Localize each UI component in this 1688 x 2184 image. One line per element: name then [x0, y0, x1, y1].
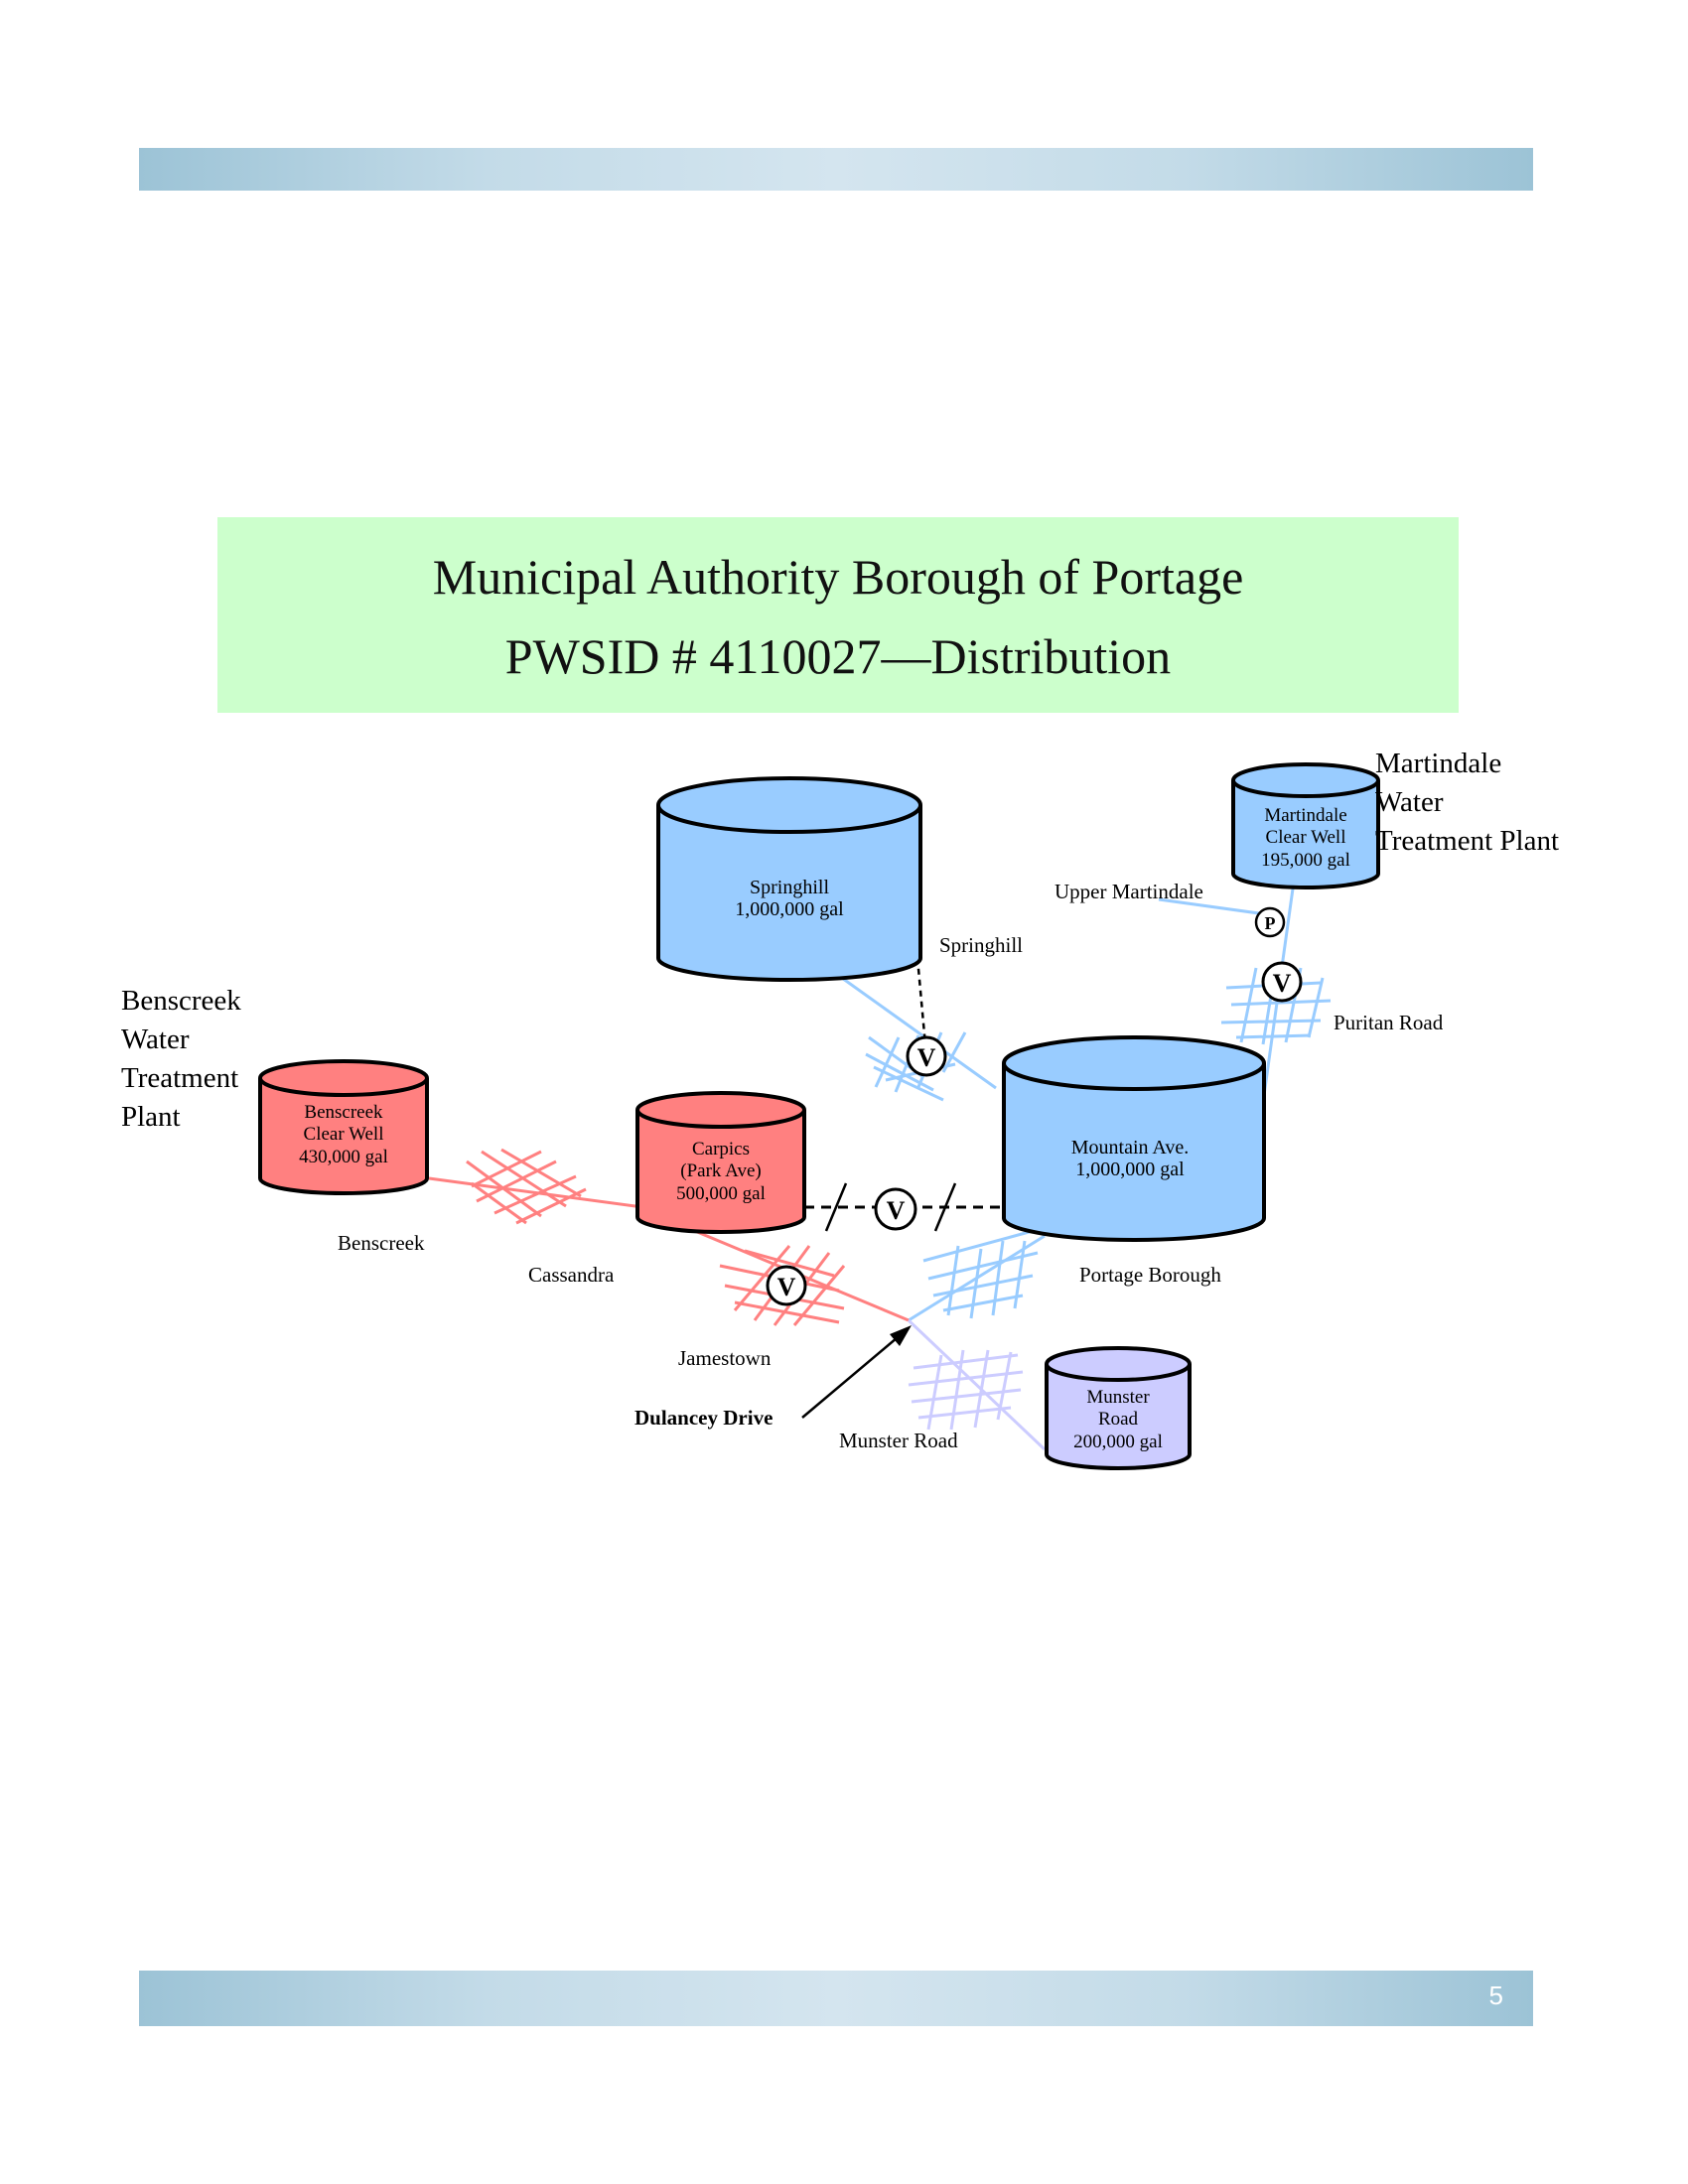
tank-martindale-line-2: Clear Well [1266, 827, 1346, 848]
valve-carpics-connection: V [874, 1187, 917, 1231]
break-mark-right [933, 1182, 957, 1232]
top-header-band [139, 148, 1533, 191]
munster-road-grid [908, 1349, 1024, 1431]
pump-circle [1254, 906, 1286, 938]
title-line-2: PWSID # 4110027—Distribution [504, 628, 1172, 684]
benscreek-plant-line-4: Plant [121, 1101, 181, 1133]
benscreek-plant-label: Benscreek Water Treatment Plant [121, 985, 241, 1133]
tank-springhill: Springhill 1,000,000 gal [656, 776, 922, 982]
benscreek-pipe [428, 1176, 636, 1208]
springhill-pipe [831, 969, 997, 1090]
tank-carpics-capacity: 500,000 gal [676, 1183, 766, 1204]
tank-springhill-name: Springhill [750, 877, 829, 898]
munster-road-pipe [907, 1318, 1047, 1451]
break-mark-left [824, 1182, 848, 1232]
valve-springhill-circle [906, 1035, 947, 1077]
valve-puritan-road-circle [1261, 961, 1303, 1003]
martindale-plant-line-1: Martindale [1375, 748, 1501, 779]
benscreek-plant-line-2: Water [121, 1024, 190, 1055]
tank-benscreek-capacity: 430,000 gal [299, 1147, 388, 1167]
valve-carpics-circle [874, 1187, 917, 1231]
dulancey-drive-arrowhead [890, 1325, 912, 1346]
tank-martindale-clear-well: Martindale Clear Well 195,000 gal [1231, 762, 1380, 889]
tank-mountain-ave-capacity: 1,000,000 gal [1075, 1159, 1185, 1180]
pump-label: P [1265, 913, 1276, 933]
label-upper-martindale: Upper Martindale [1055, 880, 1203, 903]
label-portage-borough: Portage Borough [1079, 1263, 1221, 1287]
valve-jamestown-circle [766, 1265, 807, 1306]
tank-carpics-line-2: (Park Ave) [680, 1160, 761, 1181]
tank-munster-line-2: Road [1098, 1409, 1139, 1430]
label-munster-road: Munster Road [839, 1429, 958, 1452]
tank-mountain-ave-name: Mountain Ave. [1071, 1137, 1190, 1159]
label-puritan-road: Puritan Road [1334, 1011, 1444, 1034]
label-jamestown: Jamestown [678, 1346, 772, 1370]
tank-munster-line-1: Munster [1086, 1387, 1150, 1408]
valve-springhill-label: V [917, 1043, 936, 1072]
label-springhill: Springhill [939, 933, 1023, 957]
valve-carpics-label: V [887, 1196, 906, 1225]
valve-puritan-road: V [1261, 961, 1303, 1003]
label-dulancey-drive: Dulancey Drive [634, 1406, 773, 1430]
benscreek-plant-line-1: Benscreek [121, 985, 241, 1017]
tank-carpics-line-1: Carpics [692, 1139, 750, 1160]
page-number: 5 [1488, 1980, 1503, 2010]
tank-munster-capacity: 200,000 gal [1073, 1432, 1163, 1452]
martindale-plant-line-3: Treatment Plant [1375, 825, 1559, 857]
valve-jamestown-label: V [777, 1273, 796, 1301]
upper-martindale-pipe [1158, 897, 1267, 916]
title-line-1: Municipal Authority Borough of Portage [432, 549, 1244, 605]
pump-upper-martindale: P [1254, 906, 1286, 938]
martindale-plant-line-2: Water [1375, 786, 1444, 818]
tank-munster-road: Munster Road 200,000 gal [1045, 1346, 1192, 1470]
tank-martindale-line-1: Martindale [1264, 805, 1346, 826]
benscreek-grid [466, 1148, 587, 1225]
tank-springhill-capacity: 1,000,000 gal [735, 898, 844, 920]
label-cassandra: Cassandra [528, 1263, 615, 1287]
label-benscreek: Benscreek [338, 1231, 425, 1255]
valve-puritan-road-label: V [1273, 969, 1292, 998]
tank-martindale-capacity: 195,000 gal [1261, 850, 1350, 871]
dulancey-drive-arrow [801, 1331, 905, 1419]
portage-borough-grid [922, 1229, 1039, 1319]
tank-benscreek-line-1: Benscreek [304, 1102, 383, 1123]
martindale-plant-label: Martindale Water Treatment Plant [1375, 748, 1559, 857]
bottom-footer-band: 5 [139, 1971, 1533, 2026]
tank-benscreek-clear-well: Benscreek Clear Well 430,000 gal [258, 1059, 429, 1195]
benscreek-plant-line-3: Treatment [121, 1062, 238, 1094]
tank-carpics: Carpics (Park Ave) 500,000 gal [635, 1091, 806, 1234]
valve-springhill: V [906, 1035, 947, 1077]
tank-mountain-ave: Mountain Ave. 1,000,000 gal [1002, 1035, 1266, 1242]
valve-jamestown: V [766, 1265, 807, 1306]
tank-benscreek-line-2: Clear Well [304, 1124, 384, 1145]
title-box: Municipal Authority Borough of Portage P… [217, 517, 1459, 713]
